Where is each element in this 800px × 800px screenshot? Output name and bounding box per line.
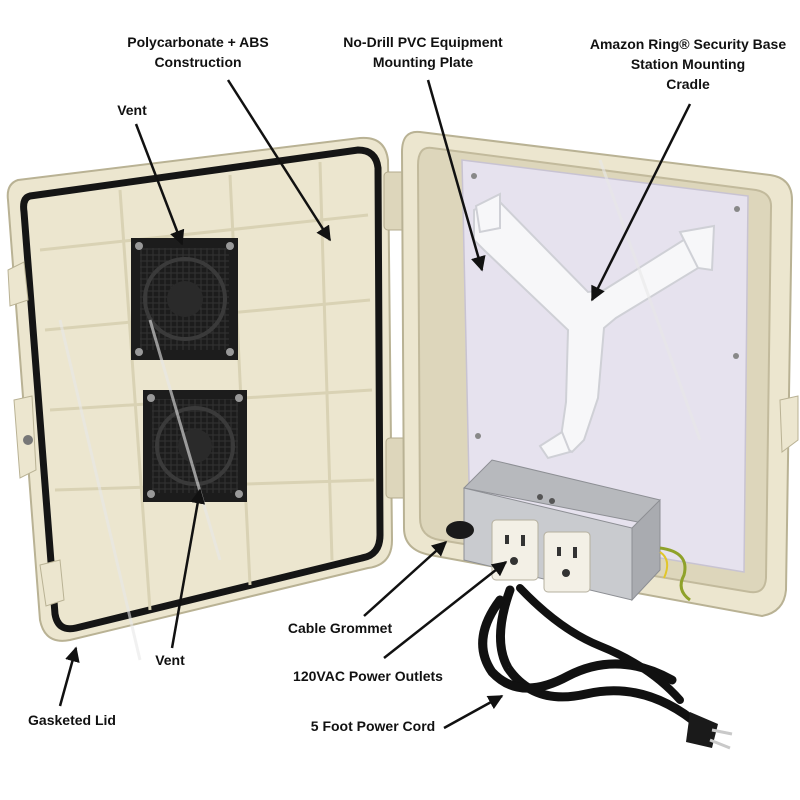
label-construction-line2: Construction — [154, 54, 242, 70]
vent-fan-top — [131, 238, 238, 360]
lid-gasket — [20, 146, 384, 633]
label-outlets-text: 120VAC Power Outlets — [293, 668, 443, 684]
hinges — [383, 171, 409, 499]
label-vent-top-text: Vent — [117, 102, 147, 118]
label-mounting-plate-line1: No-Drill PVC Equipment — [343, 34, 503, 50]
vent-fan-bottom — [143, 390, 247, 502]
label-outlets: 120VAC Power Outlets — [278, 666, 458, 686]
power-cord — [478, 584, 705, 731]
callout-arrows — [58, 79, 692, 730]
label-mounting-plate-line2: Mounting Plate — [372, 54, 474, 70]
label-cable-grommet-text: Cable Grommet — [287, 620, 393, 636]
label-cradle: Amazon Ring® Security Base Station Mount… — [578, 34, 798, 94]
label-power-cord: 5 Foot Power Cord — [298, 716, 448, 736]
label-cable-grommet: Cable Grommet — [280, 618, 400, 638]
label-gasketed-lid: Gasketed Lid — [12, 710, 132, 730]
label-cradle-line2: Station Mounting — [630, 56, 746, 72]
label-construction-line1: Polycarbonate + ABS — [127, 34, 269, 50]
label-cradle-line3: Cradle — [666, 76, 710, 92]
label-vent-bottom-text: Vent — [155, 652, 185, 668]
power-outlet-left — [491, 519, 539, 581]
ring-mounting-cradle — [473, 192, 716, 460]
enclosure-lid — [6, 136, 394, 642]
power-outlet-right — [543, 531, 591, 593]
power-plug — [686, 712, 733, 750]
label-construction: Polycarbonate + ABS Construction — [98, 32, 298, 72]
cable-grommet — [446, 521, 474, 539]
label-vent-bottom: Vent — [140, 650, 200, 670]
label-power-cord-text: 5 Foot Power Cord — [310, 718, 436, 734]
label-gasketed-lid-text: Gasketed Lid — [28, 712, 116, 728]
label-vent-top: Vent — [102, 100, 162, 120]
label-mounting-plate: No-Drill PVC Equipment Mounting Plate — [318, 32, 528, 72]
label-cradle-line1: Amazon Ring® Security Base — [589, 36, 787, 52]
